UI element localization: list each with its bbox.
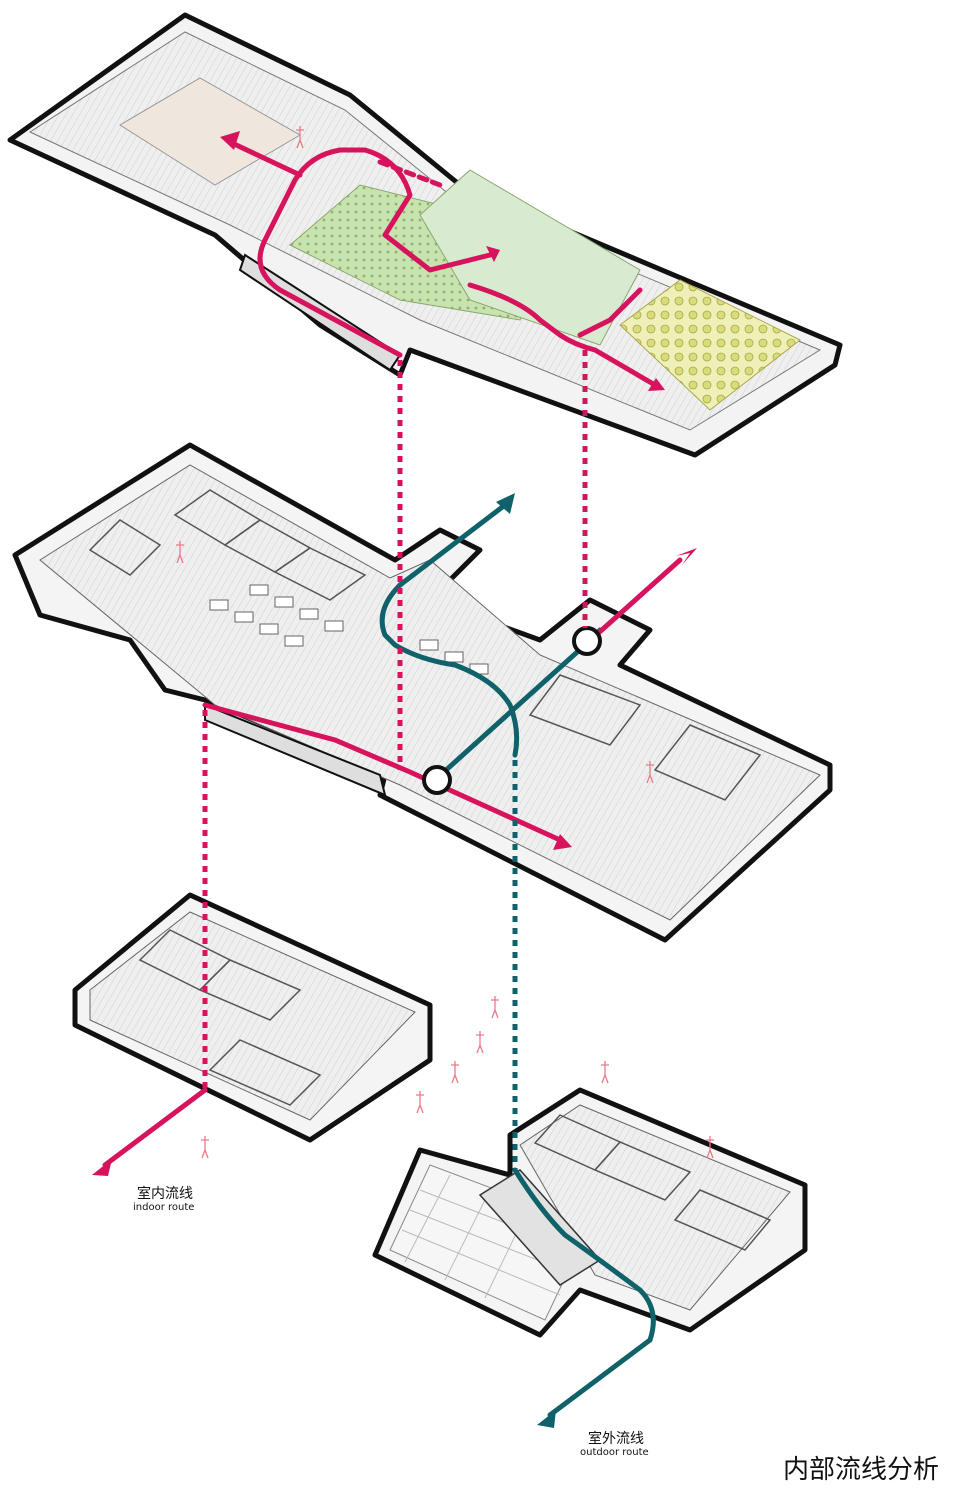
arrow-head-icon — [92, 1159, 112, 1176]
arrow-head-icon — [486, 246, 500, 262]
outdoor-route-label-cn: 室外流线 — [588, 1430, 644, 1447]
ground-routes — [102, 1087, 656, 1418]
main-desks — [209, 584, 489, 675]
roof-indoor-route — [229, 140, 658, 388]
circle-node-icon — [572, 626, 602, 656]
indoor-exit-route — [102, 1087, 208, 1168]
people-figures — [176, 126, 714, 1159]
ground-left-rooms — [138, 929, 322, 1106]
main-level — [12, 442, 833, 943]
arrow-head-icon — [496, 493, 515, 514]
ground-left-block — [72, 892, 433, 1143]
indoor-route-label-cn: 室内流线 — [137, 1185, 193, 1202]
outdoor-route-label-en: outdoor route — [580, 1447, 649, 1458]
roof-level — [7, 12, 843, 458]
arrow-head-icon — [553, 834, 572, 850]
outdoor-exit-route — [512, 1167, 656, 1418]
indoor-route-label-en: indoor route — [133, 1202, 194, 1213]
arrow-head-icon — [220, 131, 240, 150]
arrow-head-icon — [648, 378, 665, 391]
main-indoor-route — [202, 557, 683, 843]
ground-left-floor — [89, 911, 416, 1121]
diagram-title: 内部流线分析 — [783, 1455, 939, 1485]
circle-node-icon — [422, 765, 452, 795]
arrow-head-icon — [537, 1410, 556, 1428]
arrow-head-icon — [676, 548, 697, 565]
main-floor-plate — [39, 464, 821, 921]
roof-flower-area — [619, 279, 801, 411]
vertical-connectors — [202, 350, 588, 1170]
ground-right-rooms — [533, 1114, 772, 1251]
ground-right-block — [372, 1087, 808, 1338]
main-rooms — [88, 489, 762, 801]
